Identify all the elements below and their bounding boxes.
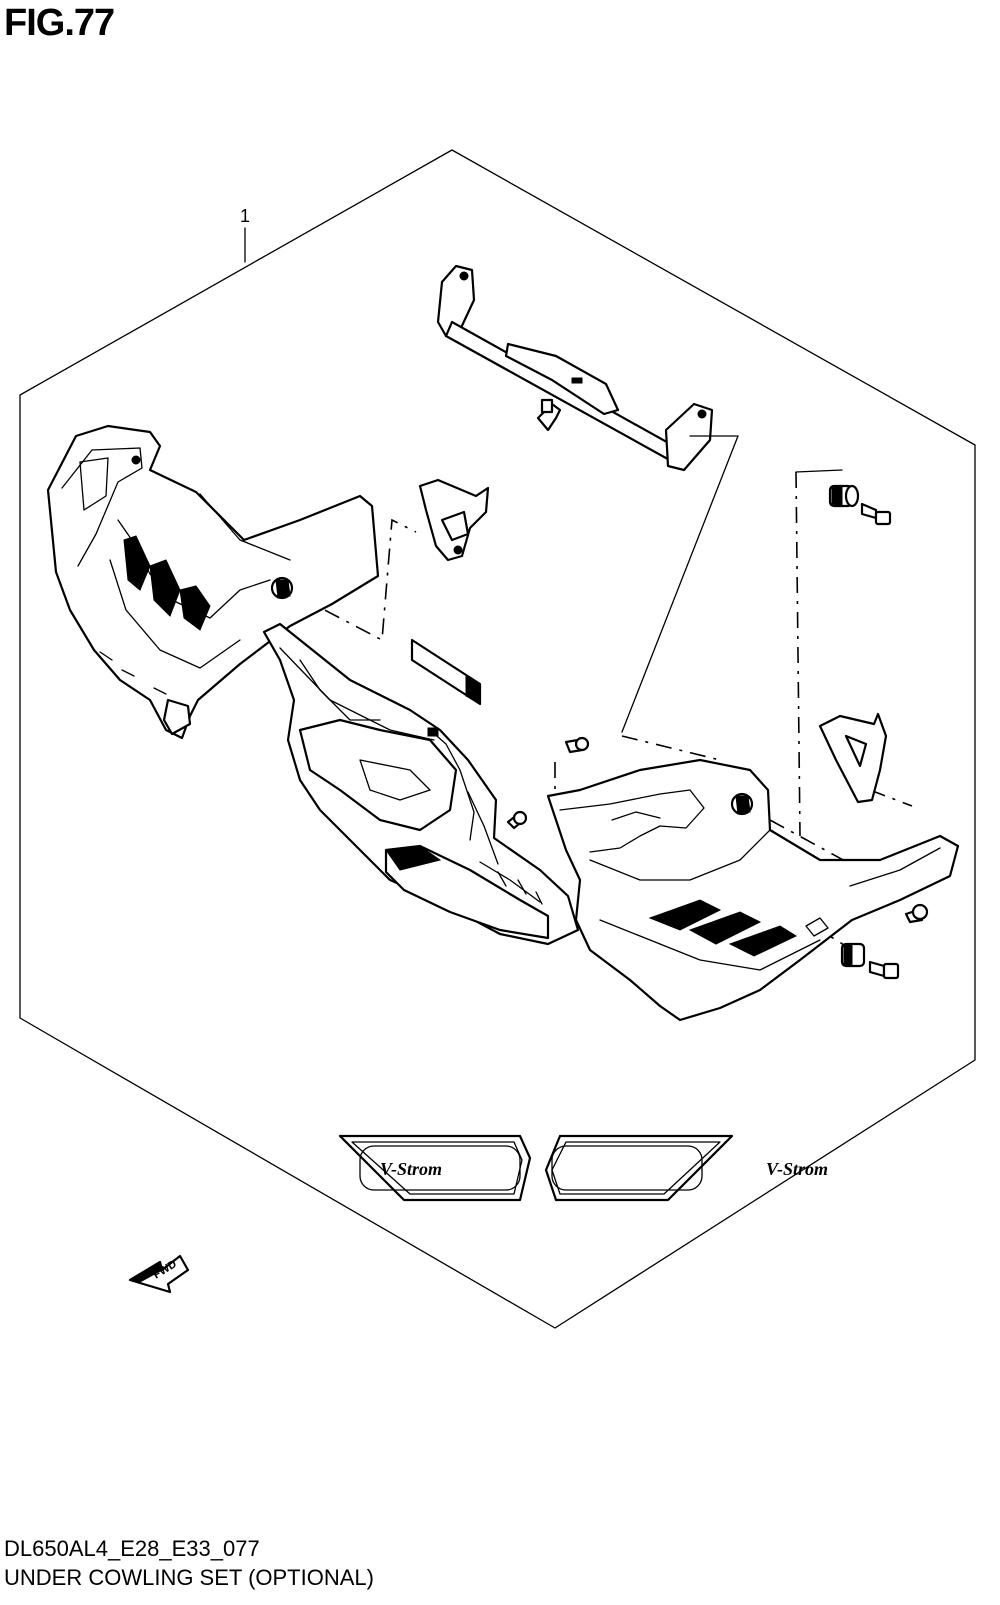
emblem-text: V-Strom: [766, 1159, 828, 1179]
cushion-icon: [828, 484, 860, 508]
center-under-cowling-icon: [262, 622, 580, 946]
left-under-cowling-icon: [46, 424, 380, 740]
screw-icon: [564, 736, 590, 754]
cushion-icon: [840, 942, 866, 968]
kit-boundary-outline: [19, 149, 976, 1329]
bolt-icon: [868, 960, 900, 980]
mounting-bracket-icon: [418, 478, 490, 562]
stay-rod-icon: [436, 264, 739, 472]
emblem-text: V-Strom: [380, 1159, 442, 1179]
forward-direction-arrow-icon: FWD: [128, 1254, 190, 1294]
diagram-name: UNDER COWLING SET (OPTIONAL): [4, 1565, 374, 1590]
bolt-icon: [860, 502, 892, 526]
screw-icon: [904, 903, 929, 924]
diagram-code: DL650AL4_E28_E33_077: [4, 1536, 260, 1561]
emblem-icon: V-Strom: [338, 1134, 532, 1202]
callout-number: 1: [240, 206, 250, 226]
screw-icon: [506, 810, 528, 830]
tape-pad-icon: [410, 638, 482, 706]
right-under-cowling-icon: [546, 758, 960, 1022]
bolt-icon: [536, 398, 562, 432]
figure-title: FIG.77: [4, 2, 115, 44]
emblem-icon: V-Strom: [544, 1134, 828, 1202]
mounting-bracket-icon: [818, 712, 888, 804]
